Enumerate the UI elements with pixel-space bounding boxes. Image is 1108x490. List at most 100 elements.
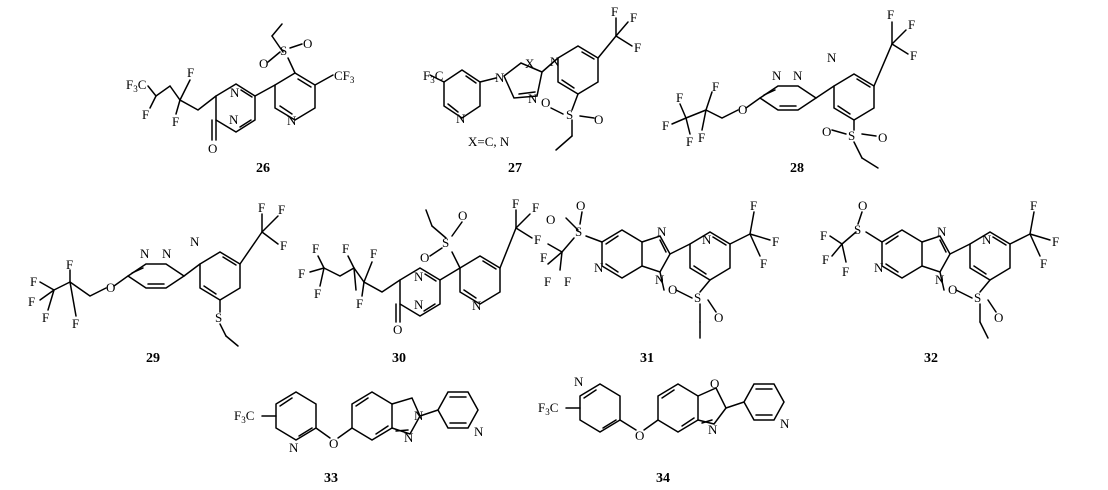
compound-32: N N N N S O S O O F F F F F F 32 [820, 198, 1059, 366]
bond [225, 335, 239, 347]
bond [113, 275, 129, 287]
atom-f: F [42, 310, 49, 325]
atom-f: F [66, 257, 73, 272]
atom-f: F [662, 118, 669, 133]
atom-n: N [550, 54, 560, 69]
bond [939, 271, 945, 291]
bond [707, 299, 717, 313]
compound-label-31: 31 [640, 351, 654, 366]
bond [856, 78, 871, 88]
bond [254, 84, 276, 97]
bond [431, 225, 447, 239]
atom-f: F [172, 114, 179, 129]
bond [829, 235, 843, 245]
bond [147, 84, 217, 111]
atom-n: N [229, 112, 239, 127]
bond [743, 383, 785, 421]
atom-s: S [575, 224, 582, 239]
bond [987, 299, 997, 313]
bond [267, 51, 281, 63]
atom-o: O [106, 280, 115, 295]
atom-f: F [676, 90, 683, 105]
bond [561, 79, 575, 89]
atom-f: F [342, 241, 349, 256]
atom-f: F [540, 250, 547, 265]
atom-f: F [30, 274, 37, 289]
atom-n: N [287, 113, 297, 128]
atom-f: F [698, 130, 705, 145]
bond [579, 383, 621, 433]
atom-n: N [702, 232, 712, 247]
bond [361, 281, 365, 297]
bond [317, 255, 325, 269]
bond [705, 91, 713, 111]
atom-f: F [278, 202, 285, 217]
atom-f: F [356, 296, 363, 311]
atom-n: N [780, 416, 790, 431]
bond [597, 35, 617, 59]
atom-n: N [827, 50, 837, 65]
bond [240, 89, 253, 98]
atom-f: F [908, 17, 915, 32]
compound-27: F3C N N X N N S O O F F F X=C, N 27 [423, 4, 641, 176]
atom-f: F [910, 48, 917, 63]
atom-n: N [528, 91, 538, 106]
bond [815, 85, 835, 99]
bond [955, 289, 973, 299]
bond [831, 129, 847, 135]
compound-28: F F F F F O N N N S O O F F F 28 [662, 7, 917, 176]
bond [555, 135, 573, 151]
atom-o: O [458, 208, 467, 223]
bond [641, 235, 671, 273]
bond [681, 417, 695, 427]
bond [271, 35, 284, 53]
compound-label-34: 34 [656, 471, 670, 486]
bond [873, 43, 893, 87]
bond [749, 211, 755, 235]
compound-label-33: 33 [324, 471, 338, 486]
atom-o: O [635, 428, 644, 443]
bond [287, 57, 296, 74]
bond [675, 289, 693, 299]
bond [515, 213, 531, 229]
bond [298, 427, 313, 437]
bond [571, 93, 579, 111]
bond [701, 419, 713, 424]
atom-n: N [793, 68, 803, 83]
bond [581, 51, 595, 60]
atom-o: O [858, 198, 867, 213]
atom-n: N [937, 224, 947, 239]
atom-f: F [534, 232, 541, 247]
atom-o: O [822, 124, 831, 139]
atom-f: F [772, 234, 779, 249]
atom-n: N [456, 111, 466, 126]
bond [261, 231, 279, 245]
bond [437, 391, 479, 429]
bond [355, 397, 369, 407]
bond [219, 323, 227, 337]
atom-n: N [414, 297, 424, 312]
bond [697, 387, 727, 425]
atom-cf3: F3C [126, 77, 146, 94]
bond [550, 107, 564, 115]
bond [705, 109, 739, 119]
x-definition-note: X=C, N [468, 134, 510, 149]
bond [69, 281, 107, 297]
bond [425, 209, 433, 227]
bond [518, 91, 536, 95]
bond [861, 157, 879, 169]
bond [297, 78, 312, 88]
atom-n: N [655, 272, 665, 287]
atom-f: F [298, 266, 305, 281]
atom-n: N [657, 224, 667, 239]
atom-cf3: F3C [538, 400, 558, 417]
bond [1009, 233, 1031, 245]
atom-n: N [404, 430, 414, 445]
atom-f: F [630, 10, 637, 25]
atom-f: F [1030, 198, 1037, 213]
atom-n: N [162, 246, 172, 261]
bond [69, 281, 77, 317]
bond [424, 273, 437, 282]
bond [693, 265, 707, 275]
bond [459, 255, 501, 305]
